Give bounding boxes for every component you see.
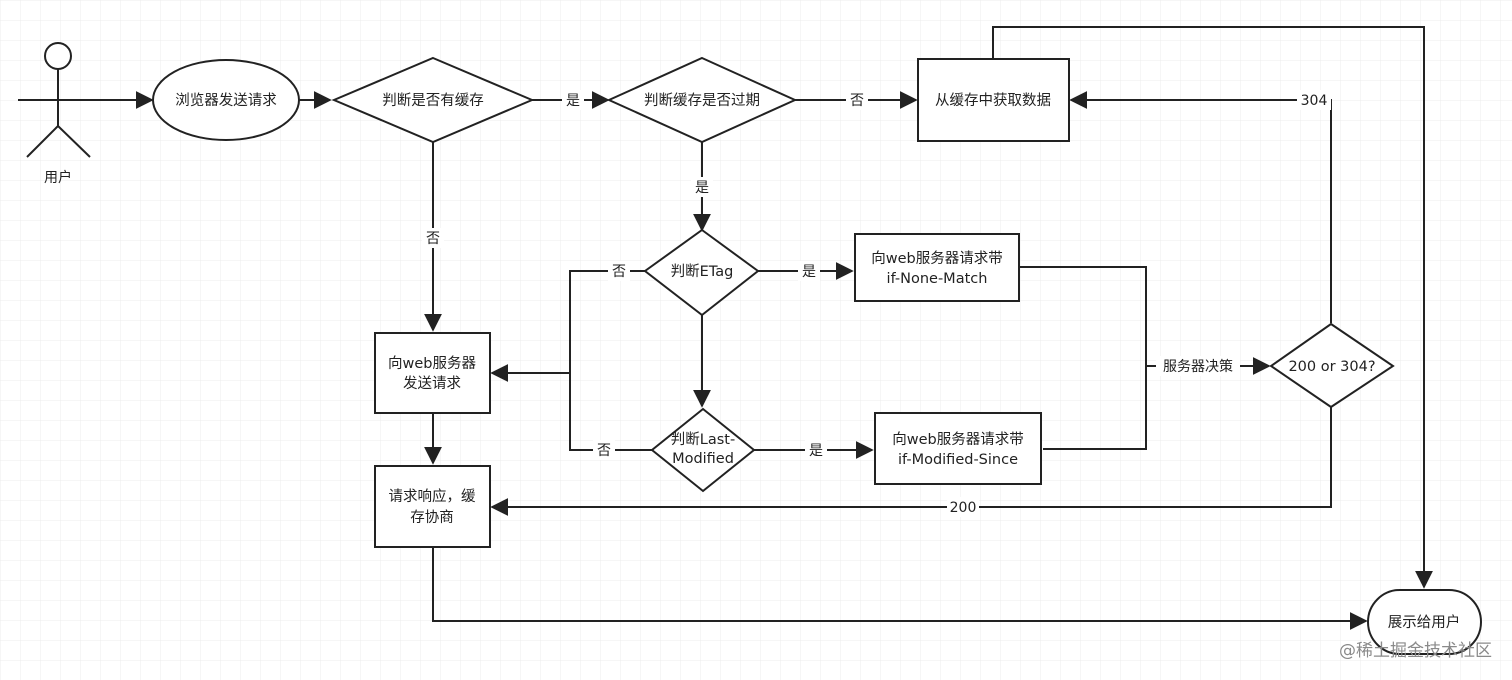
node-etag-label: 判断ETag — [671, 263, 734, 280]
edge-label-no-expired: 否 — [850, 93, 864, 109]
node-if-none-match: 向web服务器请求带 if-None-Match — [854, 233, 1020, 302]
node-if-modified-since-line2: if-Modified-Since — [898, 452, 1018, 468]
node-decision-200-304: 200 or 304? — [1269, 322, 1395, 409]
node-show-user-shape — [1367, 589, 1482, 655]
edge-requests-merge — [1020, 266, 1147, 450]
edge-label-bg — [1297, 90, 1331, 110]
node-if-modified-since: 向web服务器请求带 if-Modified-Since — [874, 412, 1042, 485]
node-decision-200-304-label: 200 or 304? — [1288, 359, 1375, 375]
edge-label-bg — [1156, 356, 1240, 376]
node-expired: 判断缓存是否过期 — [606, 56, 798, 144]
edge-label-no-cache: 否 — [426, 231, 440, 247]
edge-label-bg — [805, 440, 827, 460]
node-from-cache-label: 从缓存中获取数据 — [935, 92, 1051, 109]
node-negotiate-line1: 请求响应，缓 — [389, 487, 476, 505]
node-show-user: 展示给用户 — [1367, 589, 1482, 655]
node-last-modified-shape — [650, 407, 756, 493]
actor-left-leg — [26, 125, 59, 158]
edge-200 — [490, 407, 1332, 516]
node-negotiate: 请求响应，缓 存协商 — [374, 465, 491, 548]
node-if-none-match-line1: 向web服务器请求带 — [871, 250, 1002, 267]
node-browser-shape — [152, 59, 300, 141]
edge-label-200: 200 — [950, 500, 977, 516]
node-if-modified-since-line1: 向web服务器请求带 — [892, 431, 1023, 448]
edge-label-bg — [422, 228, 444, 248]
node-etag: 判断ETag — [643, 228, 760, 317]
edge-label-304: 304 — [1301, 93, 1328, 109]
watermark: @稀土掘金技术社区 — [1339, 641, 1492, 661]
node-last-modified-line2: Modified — [672, 451, 734, 467]
edge-cache-to-show — [992, 26, 1433, 589]
edge-label-no-last-modified: 否 — [597, 443, 611, 459]
node-decision-200-304-shape — [1269, 322, 1395, 409]
edge-last-modified-no — [569, 373, 652, 451]
node-show-user-label: 展示给用户 — [1388, 614, 1461, 631]
edge-label-yes-expired: 是 — [695, 180, 709, 196]
node-send-request-shape — [374, 332, 491, 414]
node-send-request-line1: 向web服务器 — [388, 355, 476, 372]
edge-label-server-decision: 服务器决策 — [1163, 358, 1233, 375]
edge-label-bg — [798, 261, 820, 281]
edge-label-yes-last-modified: 是 — [809, 443, 823, 459]
node-etag-shape — [643, 228, 760, 317]
node-negotiate-line2: 存协商 — [410, 509, 454, 526]
edge-label-bg — [593, 440, 615, 460]
actor-right-leg — [57, 125, 91, 158]
edge-label-yes-cache: 是 — [566, 93, 580, 109]
node-if-modified-since-shape — [874, 412, 1042, 485]
edge-etag-no — [490, 270, 645, 382]
node-has-cache-label: 判断是否有缓存 — [382, 92, 484, 109]
edge-negotiate-to-show — [432, 547, 1368, 630]
node-browser: 浏览器发送请求 — [152, 59, 300, 141]
actor-head — [44, 42, 72, 70]
node-send-request-line2: 发送请求 — [403, 375, 461, 392]
node-if-none-match-line2: if-None-Match — [887, 271, 988, 287]
node-has-cache-shape — [331, 56, 535, 144]
node-send-request: 向web服务器 发送请求 — [374, 332, 491, 414]
node-from-cache: 从缓存中获取数据 — [917, 58, 1070, 142]
node-expired-shape — [606, 56, 798, 144]
edge-label-bg — [691, 177, 713, 197]
edge-label-bg — [846, 90, 868, 110]
node-last-modified: 判断Last- Modified — [650, 407, 756, 493]
edge-labels: 是 否 是 否 否 是 否 是 服务器决策 304 200 — [422, 90, 1331, 517]
node-last-modified-line1: 判断Last- — [671, 431, 735, 448]
edge-label-bg — [947, 497, 979, 517]
node-from-cache-shape — [917, 58, 1070, 142]
node-has-cache: 判断是否有缓存 — [331, 56, 535, 144]
node-browser-label: 浏览器发送请求 — [175, 92, 277, 109]
edge-label-bg — [608, 261, 630, 281]
edge-label-no-etag: 否 — [612, 264, 626, 280]
actor-label: 用户 — [44, 169, 72, 186]
node-if-none-match-shape — [854, 233, 1020, 302]
edge-label-bg — [562, 90, 584, 110]
node-expired-label: 判断缓存是否过期 — [644, 92, 760, 109]
user-actor: 用户 — [26, 42, 91, 186]
edge-label-yes-etag: 是 — [802, 264, 816, 280]
node-negotiate-shape — [374, 465, 491, 548]
